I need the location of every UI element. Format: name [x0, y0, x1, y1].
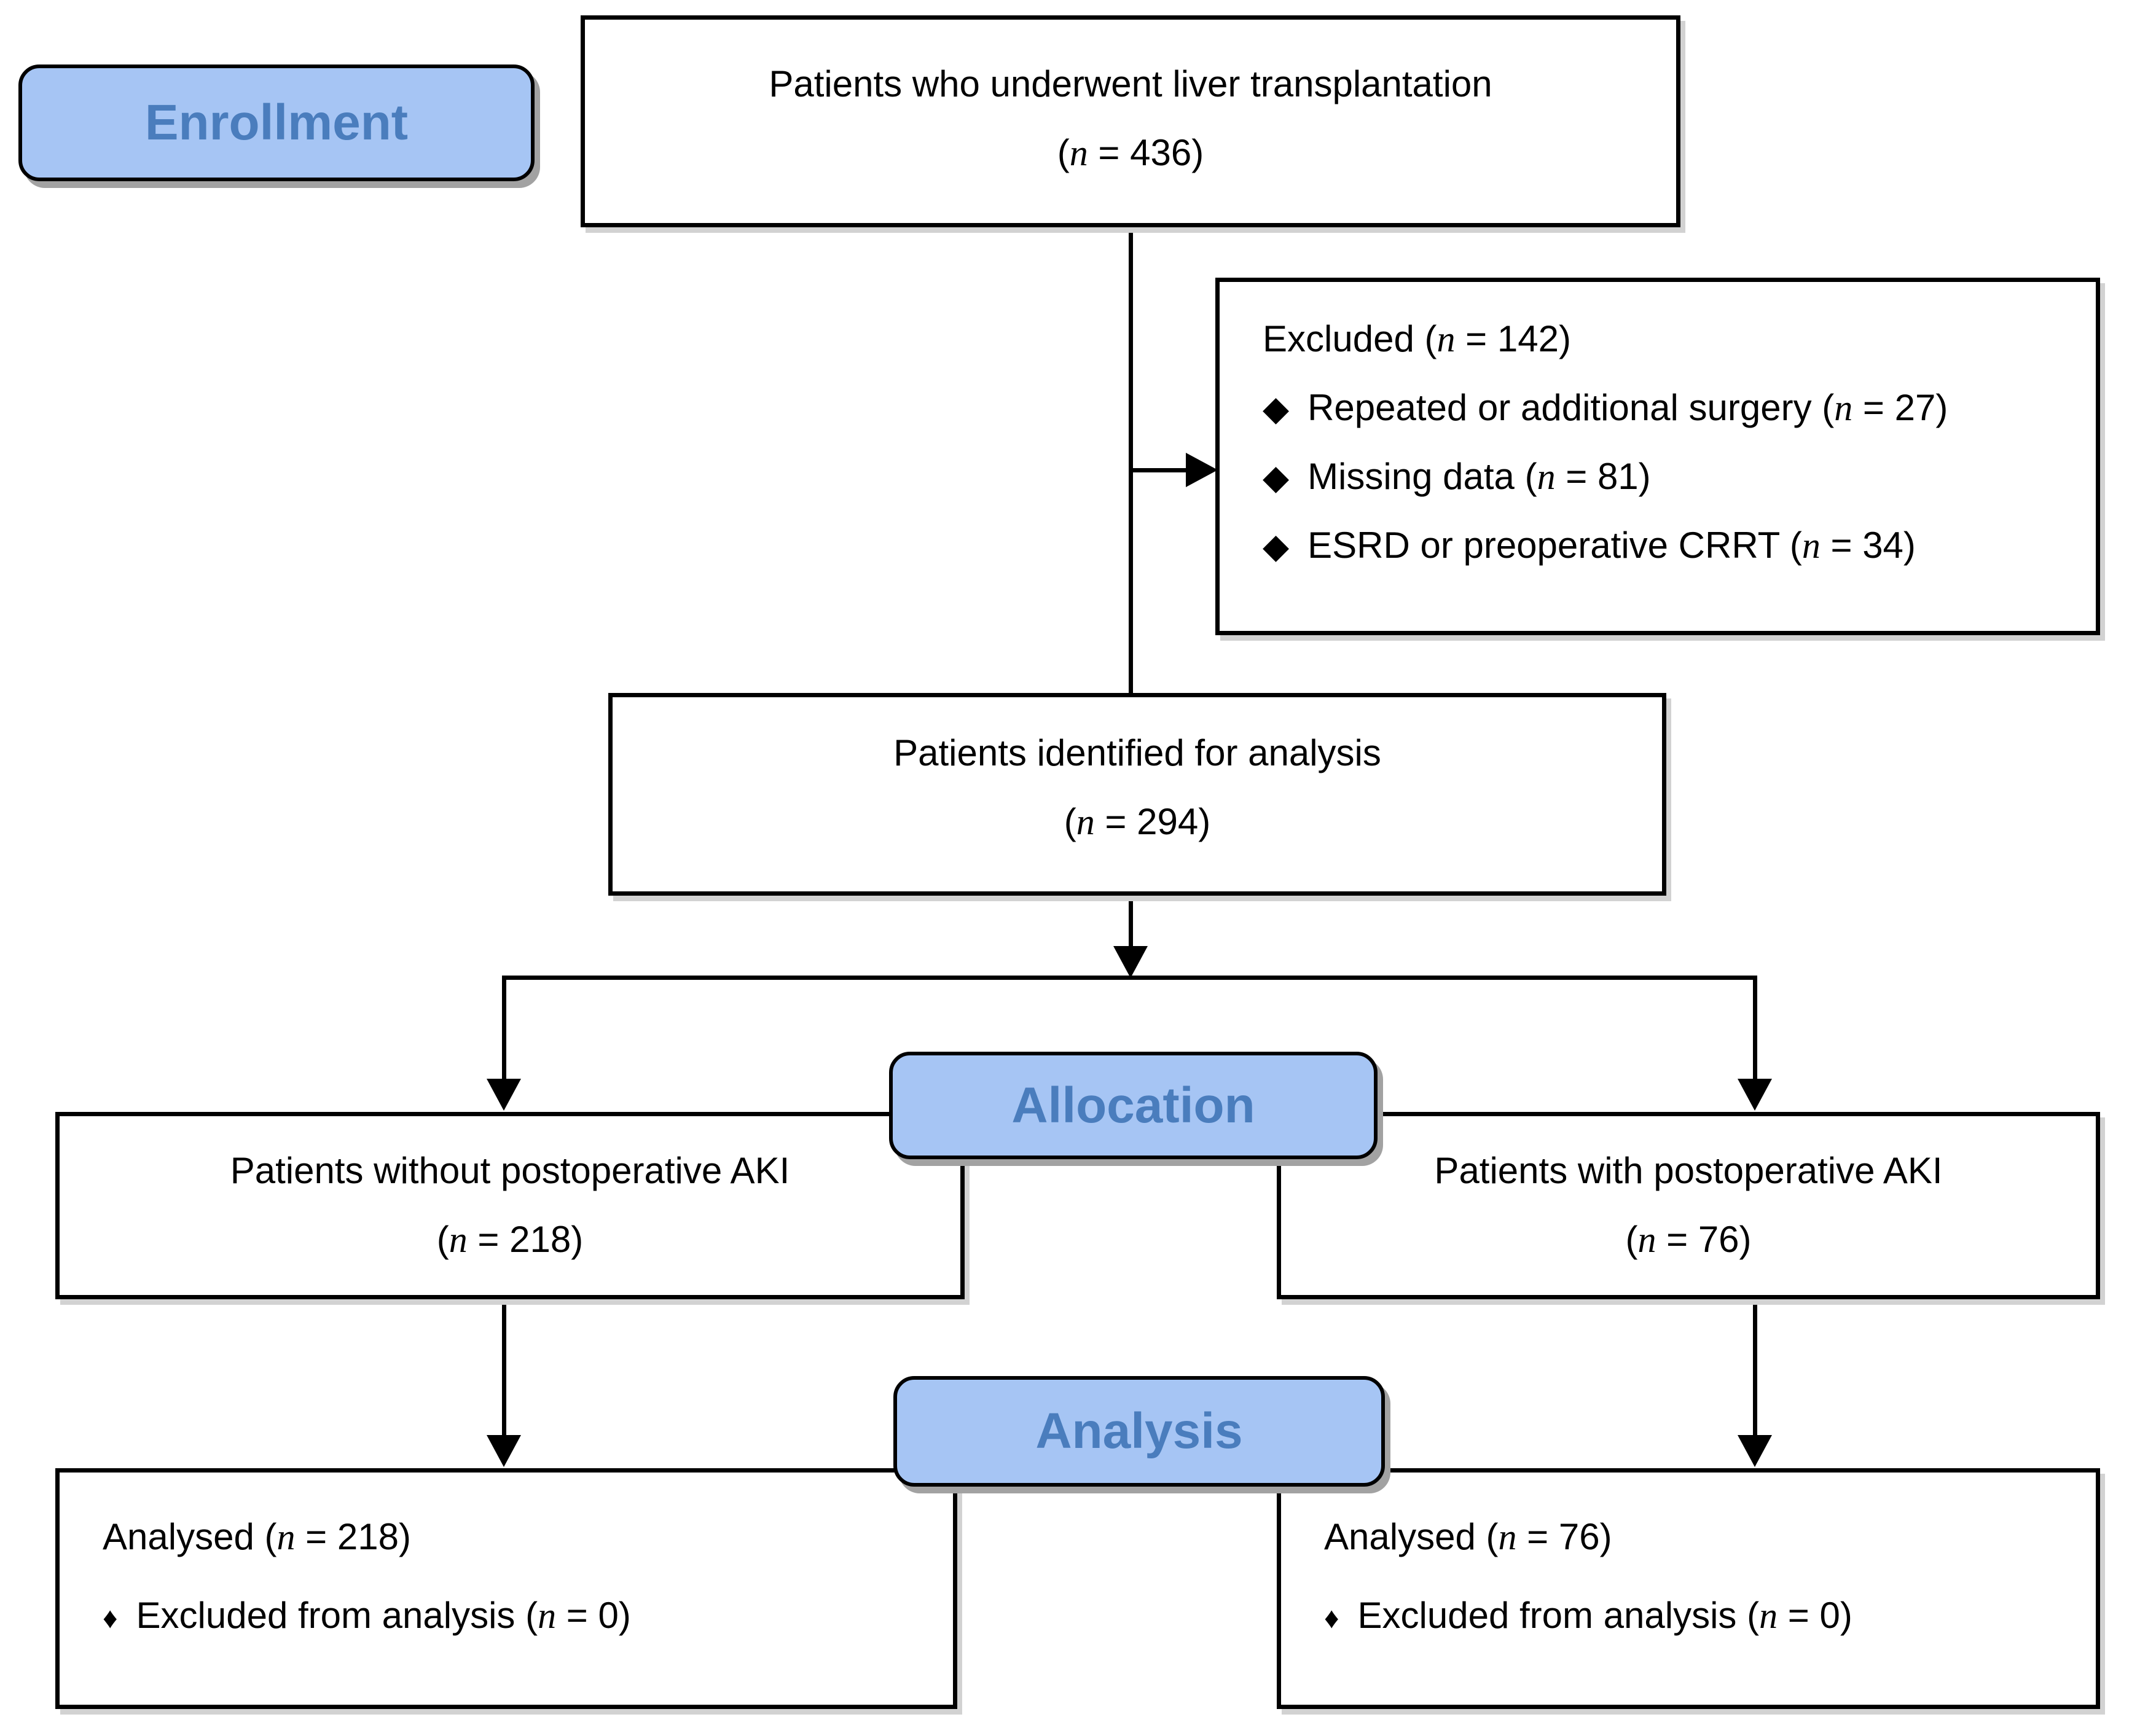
diamond-bullet-icon: ♦: [1324, 1602, 1339, 1635]
n-symbol: n: [1537, 456, 1556, 497]
connector-identified-to-split: [1129, 896, 1133, 948]
n-value: = 218): [295, 1516, 411, 1557]
open-paren: (: [1424, 318, 1437, 359]
open-paren: (: [1057, 132, 1070, 173]
box-title: Patients identified for analysis: [893, 732, 1381, 773]
allocation-no-aki-box: Patients without postoperative AKI (n = …: [55, 1112, 965, 1299]
open-paren: (: [1486, 1516, 1499, 1557]
analysis-exclusion-item: ♦ Excluded from analysis (n = 0): [103, 1595, 935, 1637]
reason-text: Excluded from analysis: [1357, 1595, 1747, 1636]
n-symbol: n: [1498, 1517, 1517, 1557]
n-symbol: n: [1076, 802, 1095, 842]
n-symbol: n: [449, 1219, 468, 1260]
analysed-title: Analysed (n = 76): [1324, 1516, 2077, 1558]
excluded-reason-item: ◆ Repeated or additional surgery (n = 27): [1263, 387, 2077, 429]
open-paren: (: [1789, 525, 1802, 566]
arrowhead-down-icon: [487, 1435, 521, 1467]
box-title: Patients with postoperative AKI: [1434, 1150, 1943, 1191]
n-symbol: n: [1069, 133, 1088, 173]
excluded-label: Excluded: [1263, 318, 1425, 359]
n-count: (n = 218): [60, 1219, 960, 1261]
identified-patients-box: Patients identified for analysis (n = 29…: [608, 693, 1666, 896]
arrowhead-down-icon: [487, 1079, 521, 1111]
n-symbol: n: [538, 1595, 557, 1636]
n-value: = 76): [1516, 1516, 1612, 1557]
analysis-exclusion-item: ♦ Excluded from analysis (n = 0): [1324, 1595, 2077, 1637]
n-symbol: n: [1637, 1219, 1656, 1260]
excluded-title: Excluded (n = 142): [1263, 318, 2077, 360]
analysis-no-aki-box: Analysed (n = 218) ♦Excluded from analys…: [55, 1468, 957, 1709]
n-count: (n = 436): [585, 132, 1676, 174]
n-value: = 0): [1778, 1595, 1852, 1636]
reason-text: Missing data: [1307, 456, 1525, 497]
diamond-bullet-icon: ◆: [1263, 389, 1290, 428]
analysis-aki-box: Analysed (n = 76) ♦Excluded from analysi…: [1277, 1468, 2100, 1709]
allocation-aki-box: Patients with postoperative AKI (n = 76): [1277, 1112, 2100, 1299]
arrowhead-right-icon: [1186, 453, 1218, 487]
allocation-stage-badge: Allocation: [889, 1052, 1378, 1159]
arrowhead-down-icon: [1738, 1079, 1772, 1111]
analysed-label: Analysed: [1324, 1516, 1486, 1557]
box-title: Patients without postoperative AKI: [230, 1150, 790, 1191]
connector-split-to-alloc-right: [1753, 976, 1757, 1081]
n-value: = 0): [556, 1595, 631, 1636]
enrollment-stage-badge: Enrollment: [18, 65, 535, 181]
n-count: (n = 294): [613, 801, 1662, 843]
arrowhead-down-icon: [1738, 1435, 1772, 1467]
connector-split-to-alloc-left: [502, 976, 506, 1081]
n-value: = 76): [1656, 1219, 1752, 1260]
enrolled-patients-box: Patients who underwent liver transplanta…: [581, 15, 1680, 227]
n-value: = 27): [1852, 387, 1948, 428]
open-paren: (: [1747, 1595, 1760, 1636]
split-line: [502, 976, 1757, 980]
n-symbol: n: [1801, 525, 1821, 566]
n-value: = 218): [467, 1219, 584, 1260]
connector-alloc-right-to-analysis: [1753, 1297, 1757, 1439]
diamond-bullet-icon: ◆: [1263, 458, 1290, 496]
reason-text: ESRD or preoperative CRRT: [1307, 525, 1790, 566]
n-value: = 294): [1094, 801, 1211, 842]
open-paren: (: [525, 1595, 538, 1636]
analysis-stage-badge: Analysis: [893, 1376, 1385, 1487]
n-symbol: n: [1834, 388, 1853, 428]
analysed-title: Analysed (n = 218): [103, 1516, 935, 1558]
n-value: = 34): [1820, 525, 1916, 566]
open-paren: (: [1524, 456, 1537, 497]
analysed-label: Analysed: [103, 1516, 265, 1557]
n-value: = 142): [1455, 318, 1571, 359]
connector-enrolled-to-identified: [1129, 227, 1133, 694]
excluded-reason-item: ◆ Missing data (n = 81): [1263, 456, 2077, 498]
open-paren: (: [264, 1516, 277, 1557]
n-symbol: n: [1437, 319, 1456, 359]
open-paren: (: [436, 1219, 449, 1260]
diamond-bullet-icon: ♦: [103, 1602, 118, 1635]
excluded-reason-item: ◆ ESRD or preoperative CRRT (n = 34): [1263, 525, 2077, 566]
reason-text: Repeated or additional surgery: [1307, 387, 1822, 428]
open-paren: (: [1064, 801, 1076, 842]
reason-text: Excluded from analysis: [136, 1595, 526, 1636]
open-paren: (: [1822, 387, 1835, 428]
n-symbol: n: [276, 1517, 296, 1557]
n-count: (n = 76): [1281, 1219, 2096, 1261]
excluded-patients-box: Excluded (n = 142) ◆Repeated or addition…: [1215, 278, 2100, 635]
connector-alloc-left-to-analysis: [502, 1297, 506, 1439]
box-title: Patients who underwent liver transplanta…: [769, 63, 1492, 104]
connector-excluded-branch: [1129, 468, 1187, 472]
n-value: = 81): [1555, 456, 1651, 497]
n-value: = 436): [1088, 132, 1204, 173]
arrowhead-down-icon: [1113, 946, 1148, 978]
n-symbol: n: [1759, 1595, 1778, 1636]
open-paren: (: [1625, 1219, 1638, 1260]
diamond-bullet-icon: ◆: [1263, 526, 1290, 565]
